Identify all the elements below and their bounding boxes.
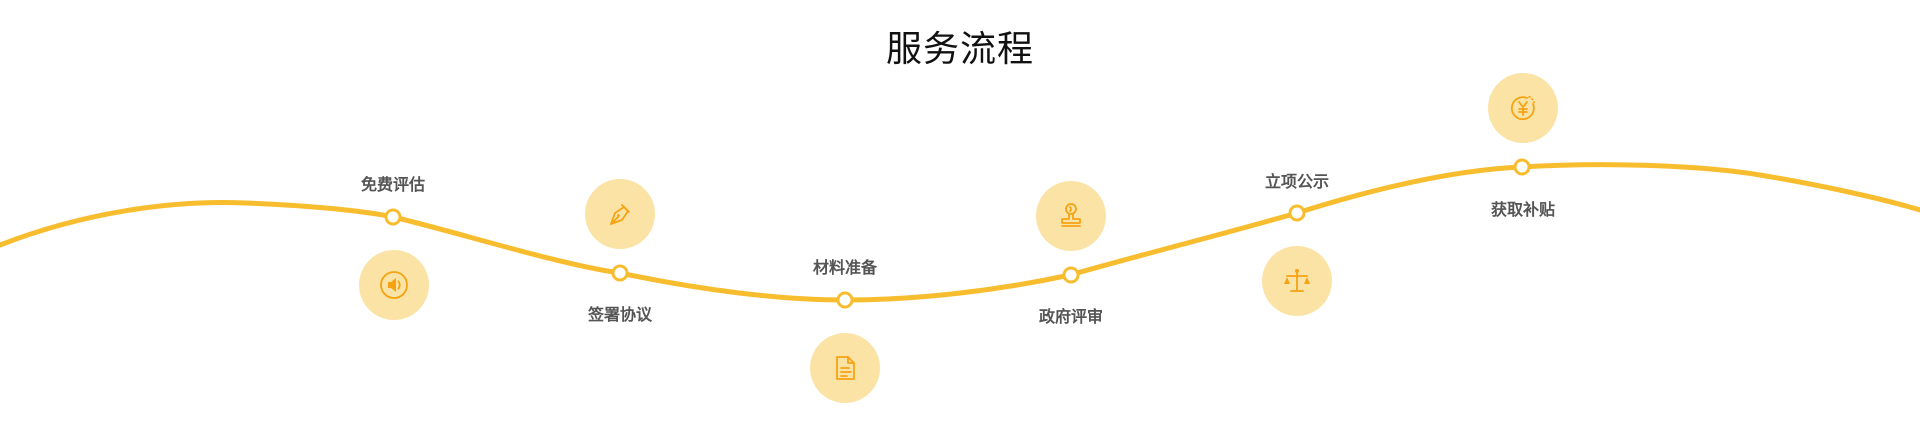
- step-label-6: 获取补贴: [1490, 200, 1555, 219]
- scales-icon: [1284, 269, 1310, 292]
- stamp-icon: [1061, 203, 1081, 227]
- step-label-5: 立项公示: [1264, 172, 1329, 191]
- step-label-2: 签署协议: [587, 305, 652, 324]
- step-node-6[interactable]: [1513, 158, 1531, 176]
- step-label-1: 免费评估: [360, 175, 425, 194]
- document-icon: [836, 356, 855, 380]
- speaker-icon: [380, 271, 408, 299]
- step-label-3: 材料准备: [812, 258, 877, 277]
- step-icon-circle-5[interactable]: [1262, 246, 1332, 316]
- yuan-coin-icon: [1510, 96, 1535, 121]
- step-icon-circle-3[interactable]: [810, 333, 880, 403]
- step-icon-circle-6[interactable]: [1488, 73, 1558, 143]
- step-icon-circle-1[interactable]: [359, 250, 429, 320]
- step-label-4: 政府评审: [1038, 307, 1103, 326]
- step-node-3[interactable]: [836, 291, 854, 309]
- step-icon-circle-4[interactable]: [1036, 181, 1106, 251]
- step-node-4[interactable]: [1062, 266, 1080, 284]
- pen-nib-icon: [610, 204, 630, 225]
- step-node-2[interactable]: [611, 264, 629, 282]
- step-node-5[interactable]: [1288, 204, 1306, 222]
- step-icon-circle-2[interactable]: [585, 179, 655, 249]
- section-title: 服务流程: [885, 29, 1034, 70]
- step-node-1[interactable]: [384, 208, 402, 226]
